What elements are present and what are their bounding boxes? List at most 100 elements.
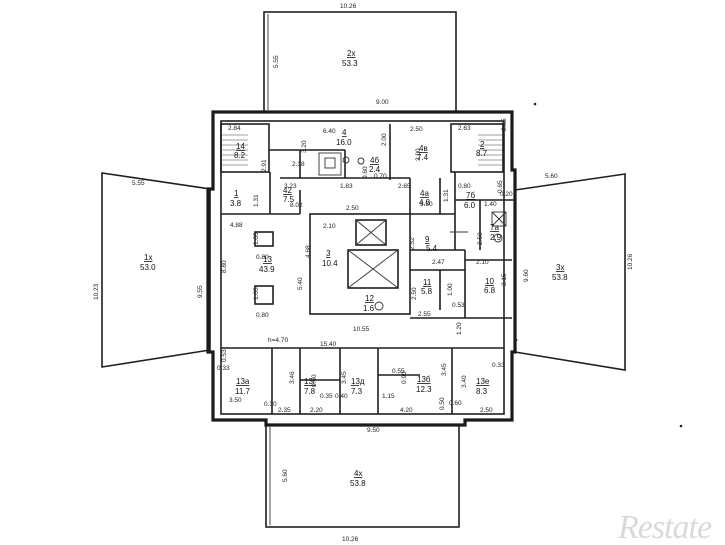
- dimension-label: 9.00: [376, 99, 389, 106]
- room-4b-area: 2.4: [369, 165, 381, 174]
- balcony-1x-area: 53.0: [140, 263, 156, 272]
- room-3-area: 10.4: [322, 259, 338, 268]
- room-13e-area: 8.3: [476, 387, 488, 396]
- room-1-no: 1: [234, 189, 239, 198]
- elevator-core: [309, 213, 411, 315]
- balcony-left: [101, 172, 211, 368]
- dimension-label: 8.80: [221, 260, 228, 273]
- inner-core: [220, 120, 505, 415]
- room-14-area: 8.2: [234, 151, 246, 160]
- dimension-label: 4.68: [305, 245, 312, 258]
- balcony-top: [263, 11, 457, 113]
- balcony-2x-no: 2х: [347, 49, 355, 58]
- dimension-label: 3.50: [420, 201, 433, 208]
- dimension-label: 5.60: [545, 173, 558, 180]
- dimension-label: 0.70: [374, 173, 387, 180]
- dimension-label: 0.55: [392, 368, 405, 375]
- dimension-label: 0.20: [500, 191, 513, 198]
- room-42-area: 7.5: [283, 195, 295, 204]
- room-12-no: 12: [365, 294, 374, 303]
- room-2-area: 8.7: [476, 149, 488, 158]
- dimension-label: 2.84: [228, 125, 241, 132]
- dimension-label: 2.38: [292, 161, 305, 168]
- stair-right-steps: [478, 134, 503, 166]
- dimension-label: 0.53: [452, 302, 465, 309]
- dimension-label: 2.50: [477, 232, 484, 245]
- balcony-2x-area: 53.3: [342, 59, 358, 68]
- room-3-no: 3: [326, 249, 331, 258]
- room-9-no: 9: [425, 235, 430, 244]
- dimension-label: 1.00: [447, 283, 454, 296]
- dimension-label: 2.50: [411, 287, 418, 300]
- dimension-label: 6.40: [323, 128, 336, 135]
- dimension-label: 2.55: [418, 311, 431, 318]
- lift-1: [355, 219, 387, 246]
- room-7a-area: 2.9: [490, 233, 502, 242]
- dimension-label: 0.33: [492, 362, 505, 369]
- dimension-label: 0.60: [311, 374, 318, 387]
- dimension-label: 15.40: [320, 341, 337, 348]
- dimension-label: 5.55: [132, 180, 145, 187]
- room-13g-area: 7.8: [304, 387, 316, 396]
- room-13d-no: 13д: [351, 377, 365, 386]
- balcony-bottom: [265, 424, 460, 528]
- dimension-label: 2.00: [381, 133, 388, 146]
- dimension-label: 10.26: [342, 536, 359, 543]
- building-outline: [206, 110, 517, 427]
- balcony-4x-no: 4х: [354, 469, 362, 478]
- room-13e-no: 13е: [476, 377, 490, 386]
- stair-left: [220, 123, 270, 173]
- dimension-label: 9.60: [523, 269, 530, 282]
- room-11-no: 11: [423, 278, 432, 287]
- dimension-label: 10.23: [93, 283, 100, 300]
- dimension-label: 1.20: [456, 322, 463, 335]
- dimension-label: 5.40: [297, 277, 304, 290]
- dimension-label: 0.80: [256, 312, 269, 319]
- dimension-label: 0.65: [497, 180, 504, 193]
- dimension-label: 2.50: [410, 126, 423, 133]
- stray-marks: [514, 102, 683, 428]
- dimension-label: 1.83: [340, 183, 353, 190]
- room-4v-area: 7.4: [417, 153, 429, 162]
- dimension-label: 0.80: [458, 183, 471, 190]
- balcony-3x-no: 3х: [556, 263, 564, 272]
- dimension-label: 2.35: [278, 407, 291, 414]
- dimension-label: 0.80: [256, 254, 269, 261]
- room-13d-area: 7.3: [351, 387, 363, 396]
- column-2: [254, 285, 274, 305]
- dimension-label: 2.65: [398, 183, 411, 190]
- lift-2: [347, 249, 399, 289]
- room-11-area: 5.8: [421, 287, 433, 296]
- room-4v-no: 4в: [419, 144, 428, 153]
- room-13-no: 13: [263, 255, 272, 264]
- dimension-label: 0.35: [320, 393, 333, 400]
- dimension-label: 2.20: [310, 407, 323, 414]
- room-12-area: 1.6: [363, 304, 375, 313]
- dimension-label: 9.50: [367, 427, 380, 434]
- balcony-right: [514, 173, 626, 371]
- room-2-no: 2: [480, 140, 485, 149]
- dimension-label: 1.31: [253, 194, 260, 207]
- dimension-label: 0.53: [221, 349, 228, 362]
- dimension-label: 10.26: [627, 253, 634, 270]
- stair-right: [450, 123, 504, 173]
- dimension-label: 4.20: [400, 407, 413, 414]
- room-4-no: 4: [342, 128, 347, 137]
- dimension-label: 4.88: [230, 222, 243, 229]
- dimension-label: 3.23: [284, 183, 297, 190]
- dimension-label: 0.60: [449, 400, 462, 407]
- room-13a-area: 11.7: [235, 387, 251, 396]
- room-14-no: 14: [236, 142, 245, 151]
- room-4b-no: 4б: [370, 156, 379, 165]
- room-4a-no: 4a: [420, 189, 429, 198]
- dimension-label: 3.46: [289, 371, 296, 384]
- room-42-no: 42: [283, 186, 292, 195]
- dimensions: 10.26 10.26 5.55 5.60 10.26 10.23 5.55 5…: [93, 3, 634, 543]
- dimension-label: 5.60: [282, 469, 289, 482]
- dimension-label: 2.10: [323, 223, 336, 230]
- dimension-label: 2.52: [409, 237, 416, 250]
- column-1: [254, 231, 274, 247]
- dimension-label: h=4.70: [268, 337, 288, 344]
- dimension-label: 0.33: [217, 365, 230, 372]
